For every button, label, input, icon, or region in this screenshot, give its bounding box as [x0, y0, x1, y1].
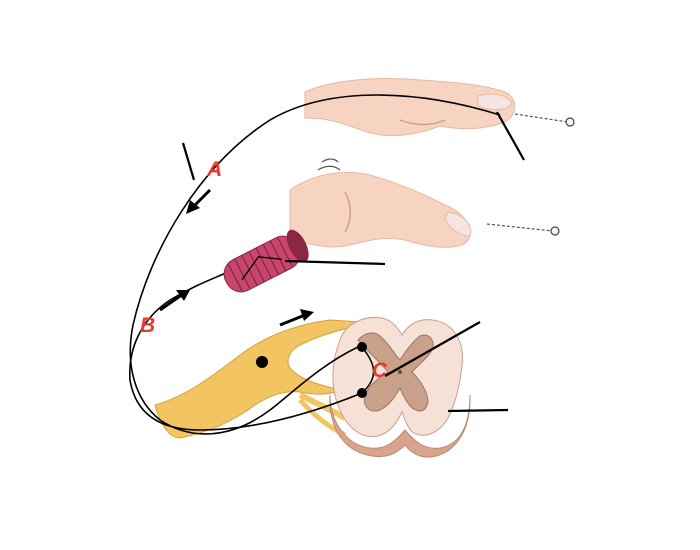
- lower-finger-skin: [289, 172, 471, 248]
- lower-finger-nail: [444, 211, 472, 237]
- spinal-cord: [329, 316, 471, 458]
- ganglion-cell-body: [256, 356, 268, 368]
- upper-finger-nail: [477, 93, 513, 111]
- arrow-icon: [186, 188, 212, 214]
- motion-lines: [317, 158, 341, 171]
- label-a: A: [206, 158, 222, 181]
- leader-line-a: [181, 142, 196, 181]
- arrow-icon: [279, 309, 314, 327]
- pin-icon: [514, 113, 575, 127]
- lower-finger-crease: [344, 191, 351, 233]
- nerve-root: [154, 319, 364, 439]
- label-c: C: [372, 359, 388, 382]
- central-canal: [398, 370, 402, 374]
- lower-finger: [289, 172, 472, 248]
- leader-line-cord: [447, 408, 509, 413]
- upper-finger-skin: [304, 78, 516, 137]
- leader-line-sensor: [496, 111, 525, 161]
- leader-line-c: [384, 321, 481, 377]
- interneuron-connection: [361, 346, 375, 394]
- ventral-root: [298, 392, 347, 421]
- leader-line-muscle: [284, 259, 386, 266]
- pin-icon: [486, 223, 560, 236]
- leader-lines: [181, 111, 525, 413]
- ganglion-body: [154, 319, 364, 439]
- muscle-nerve-branch: [241, 256, 283, 281]
- arrow-icon: [159, 290, 190, 312]
- label-b: B: [140, 314, 155, 337]
- muscle: [223, 229, 309, 293]
- upper-finger-crease: [399, 119, 446, 126]
- muscle-striations: [228, 237, 293, 292]
- sensory-neuron-fiber: [129, 94, 501, 435]
- spinal-cord-side: [329, 394, 471, 458]
- upper-finger: [304, 78, 516, 137]
